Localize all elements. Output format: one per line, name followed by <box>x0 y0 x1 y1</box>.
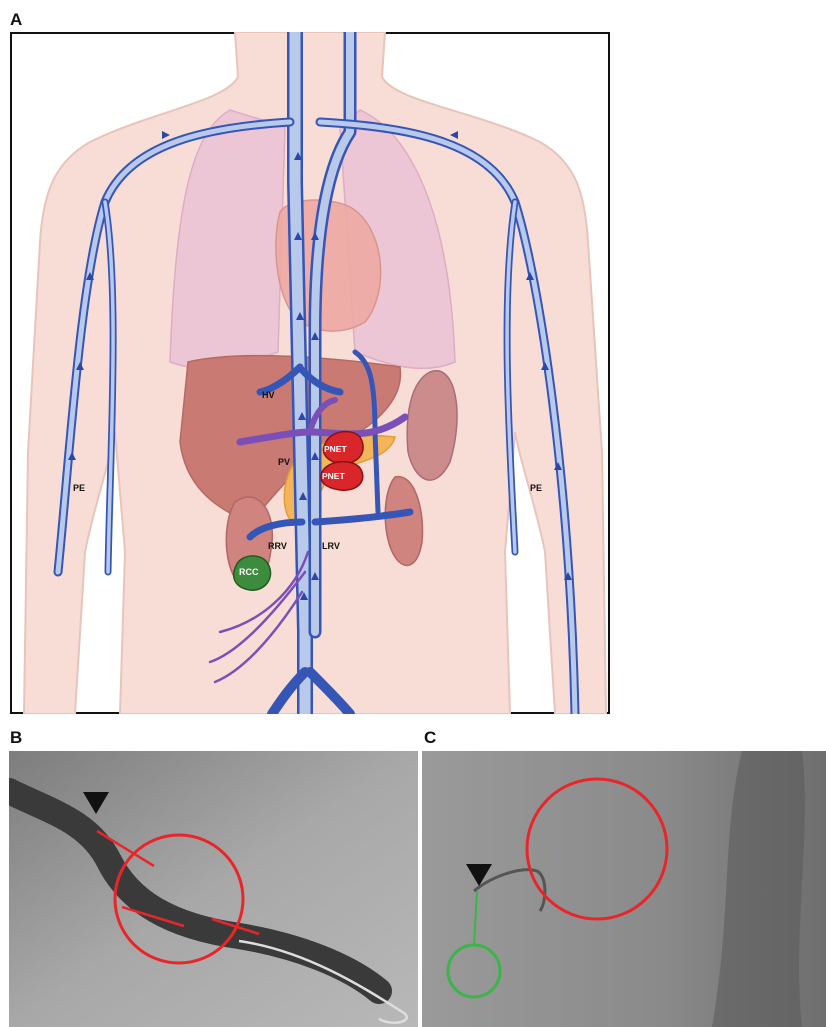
label-pnet-1: PNET <box>324 444 347 454</box>
label-rcc: RCC <box>239 567 259 577</box>
label-rrv: RRV <box>268 541 287 551</box>
angiography-image-b <box>9 751 418 1027</box>
fluoroscopy-image-c <box>422 751 826 1027</box>
label-lrv: LRV <box>322 541 340 551</box>
label-hv: HV <box>262 390 275 400</box>
panel-b-letter: B <box>10 728 22 748</box>
label-pv: PV <box>278 457 290 467</box>
label-pe-left: PE <box>73 483 85 493</box>
label-pe-right: PE <box>530 483 542 493</box>
panel-a-letter: A <box>10 10 22 30</box>
label-pnet-2: PNET <box>322 471 345 481</box>
anatomy-illustration: HV PV PNET PNET RRV LRV RCC PE PE <box>10 32 610 714</box>
panel-c-letter: C <box>424 728 436 748</box>
